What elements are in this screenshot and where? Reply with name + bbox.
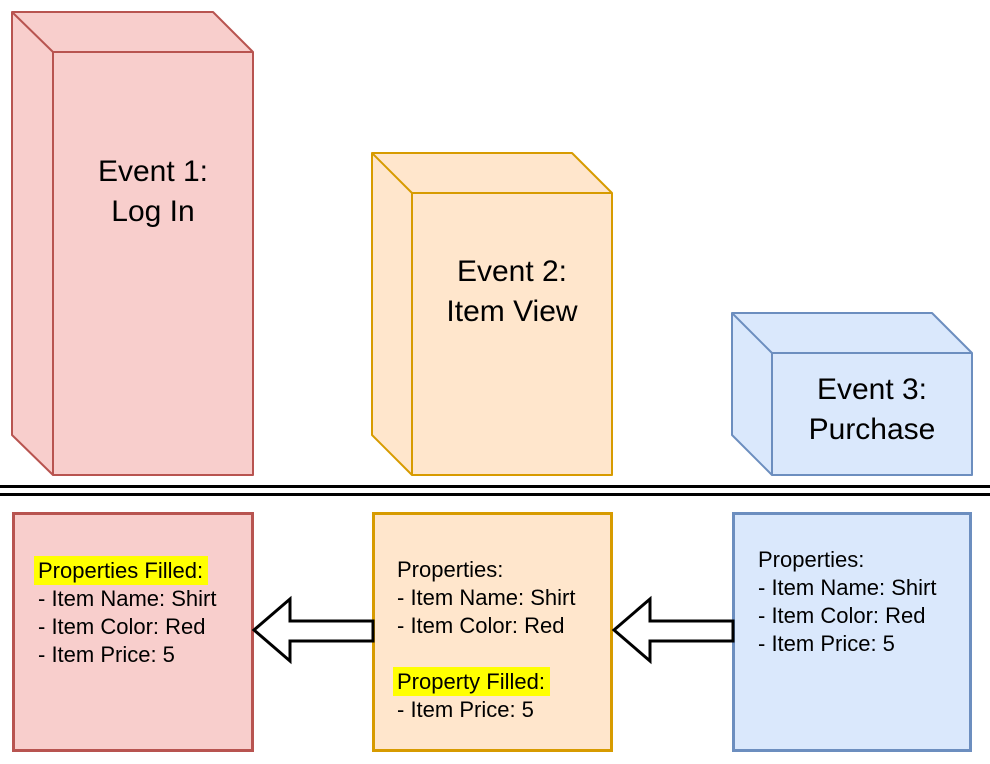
event-1-cube-body bbox=[11, 11, 254, 476]
property-line-blank bbox=[397, 640, 602, 668]
event-3-cube-edges bbox=[731, 312, 972, 475]
property-line: - Item Name: Shirt bbox=[38, 586, 217, 611]
property-line: Properties: bbox=[397, 557, 504, 582]
highlighted-label: Property Filled: bbox=[393, 667, 550, 696]
event-3-cube-body bbox=[731, 312, 973, 476]
event-3-cube bbox=[731, 312, 973, 476]
panel-itemview-properties: Properties: - Item Name: Shirt - Item Co… bbox=[372, 512, 613, 752]
property-line: Property Filled: bbox=[393, 667, 602, 696]
property-line: - Item Color: Red bbox=[758, 603, 926, 628]
highlighted-label: Properties Filled: bbox=[34, 556, 209, 585]
property-line: - Item Price: 5 bbox=[38, 642, 175, 667]
event-1-cube bbox=[11, 11, 254, 476]
property-line: Properties Filled: bbox=[34, 556, 243, 585]
property-line: - Item Name: Shirt bbox=[397, 585, 576, 610]
property-line: Properties: bbox=[758, 547, 865, 572]
property-line: - Item Price: 5 bbox=[758, 631, 895, 656]
property-line: - Item Color: Red bbox=[397, 613, 565, 638]
event-2-cube-body bbox=[371, 152, 613, 476]
event-1-cube-edges bbox=[11, 11, 253, 475]
panel-login-properties: Properties Filled: - Item Name: Shirt - … bbox=[12, 512, 254, 752]
property-line: - Item Price: 5 bbox=[397, 697, 534, 722]
property-line: - Item Color: Red bbox=[38, 614, 206, 639]
panel-purchase-properties: Properties: - Item Name: Shirt - Item Co… bbox=[732, 512, 972, 752]
event-2-cube bbox=[371, 152, 613, 476]
event-2-cube-edges bbox=[371, 152, 612, 475]
property-line: - Item Name: Shirt bbox=[758, 575, 937, 600]
